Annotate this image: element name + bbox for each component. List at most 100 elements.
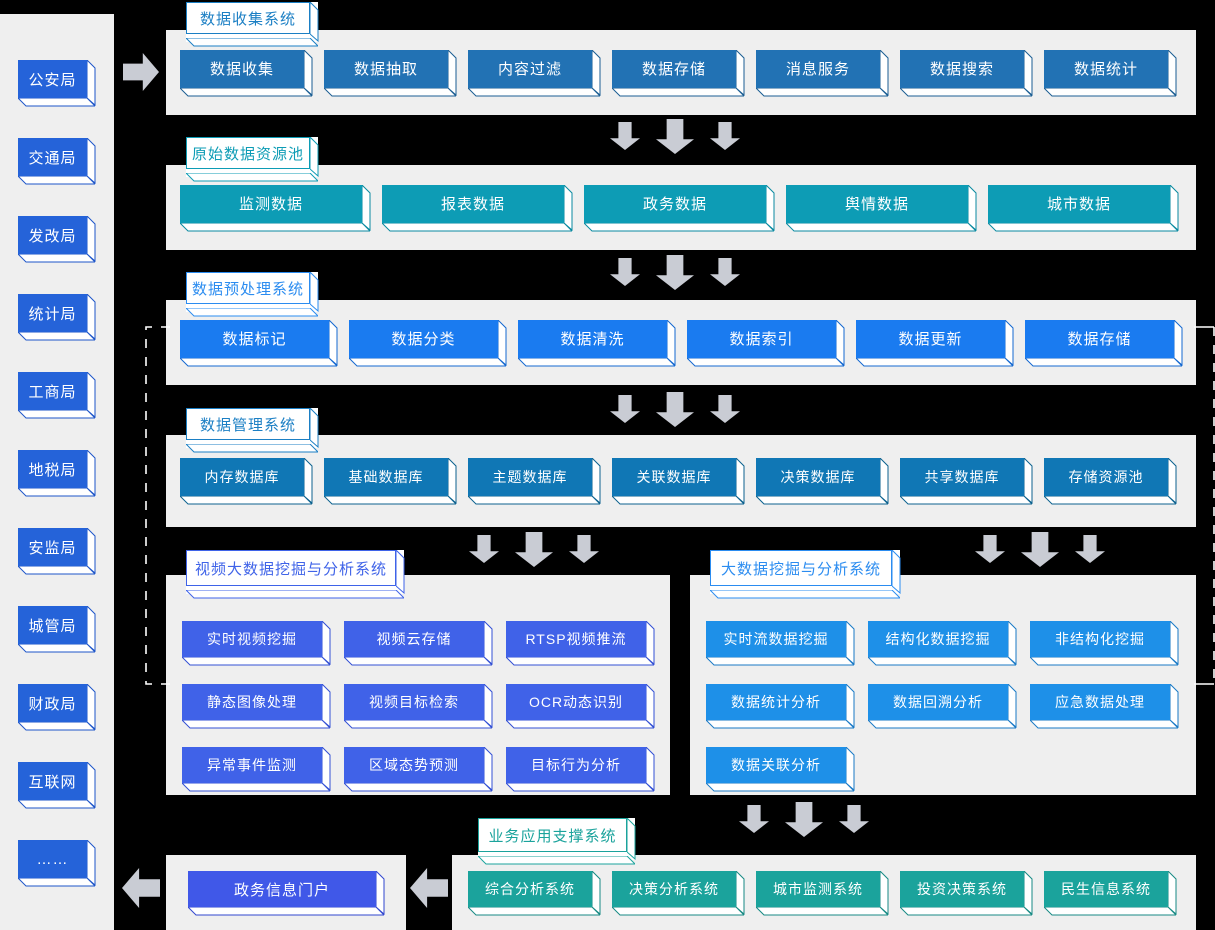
video-node-7[interactable]: 异常事件监测: [182, 747, 331, 792]
pool-node-2[interactable]: 报表数据: [382, 184, 573, 232]
business-node-4[interactable]: 投资决策系统: [900, 870, 1033, 915]
mining-node-6[interactable]: 应急数据处理: [1030, 684, 1179, 729]
node-label: 消息服务: [785, 61, 850, 78]
preprocess-node-5[interactable]: 数据更新: [856, 319, 1014, 366]
box-bottom-edge: [612, 87, 744, 97]
mining-node-4[interactable]: 数据统计分析: [706, 684, 855, 729]
panel-tab-label: 大数据挖掘与分析系统: [720, 560, 881, 578]
video-node-8[interactable]: 区域态势预测: [344, 747, 493, 792]
video-node-5[interactable]: 视频目标检索: [344, 684, 493, 729]
node-label: 决策分析系统: [629, 880, 719, 897]
preprocess-node-3[interactable]: 数据清洗: [518, 319, 676, 366]
collect-node-3[interactable]: 内容过滤: [468, 49, 601, 97]
sidebar-item-1[interactable]: 公安局: [18, 60, 96, 107]
node-label: 应急数据处理: [1055, 694, 1145, 710]
sidebar-item-10[interactable]: 互联网: [18, 762, 96, 809]
manage-node-4[interactable]: 关联数据库: [612, 458, 745, 505]
box-side-edge: [1168, 49, 1177, 96]
box-side-edge: [87, 138, 96, 184]
collect-node-7[interactable]: 数据统计: [1044, 49, 1177, 96]
box-side-edge: [1170, 184, 1179, 231]
box-side-edge: [766, 184, 775, 231]
arrow-down-mining-to-business-c: [839, 805, 869, 838]
preprocess-node-2[interactable]: 数据分类: [349, 319, 507, 366]
box-side-edge: [736, 870, 745, 915]
business-node-1[interactable]: 综合分析系统: [468, 870, 601, 915]
pool-node-3[interactable]: 政务数据: [584, 184, 775, 232]
box-bottom-edge: [584, 222, 774, 232]
arrow-down-manage-to-mining-c: [1075, 535, 1105, 568]
box-bottom-edge: [506, 657, 654, 666]
video-node-6[interactable]: OCR动态识别: [506, 684, 655, 729]
node-label: 内存数据库: [204, 469, 280, 485]
collect-node-6[interactable]: 数据搜索: [900, 49, 1033, 96]
box-side-edge: [87, 684, 96, 730]
sidebar-item-2[interactable]: 交通局: [18, 138, 96, 185]
collect-node-4[interactable]: 数据存储: [612, 49, 745, 97]
sidebar-item-7[interactable]: 安监局: [18, 528, 96, 575]
video-node-3[interactable]: RTSP视频推流: [506, 621, 655, 666]
node-label: 数据抽取: [353, 61, 418, 78]
sidebar-item-4[interactable]: 统计局: [18, 294, 96, 341]
collect-node-5[interactable]: 消息服务: [756, 49, 889, 96]
box-side-edge: [304, 49, 313, 96]
box-side-edge: [667, 319, 676, 366]
manage-node-6[interactable]: 共享数据库: [900, 458, 1033, 505]
business-node-3[interactable]: 城市监测系统: [756, 870, 889, 915]
tab-raw-data-pool: 原始数据资源池: [184, 135, 320, 182]
video-node-9[interactable]: 目标行为分析: [506, 747, 655, 792]
box-side-edge: [1024, 49, 1033, 96]
arrow-down-collect-to-pool-a: [610, 122, 640, 155]
box-side-edge: [836, 319, 845, 366]
box-bottom-edge: [468, 87, 600, 97]
business-node-5[interactable]: 民生信息系统: [1044, 870, 1177, 915]
sidebar-item-5[interactable]: 工商局: [18, 372, 96, 419]
sidebar-item-3[interactable]: 发改局: [18, 216, 96, 263]
pool-node-4[interactable]: 舆情数据: [786, 184, 977, 231]
sidebar-item-8[interactable]: 城管局: [18, 606, 96, 653]
video-node-2[interactable]: 视频云存储: [344, 621, 493, 666]
sidebar-item-6[interactable]: 地税局: [18, 450, 96, 497]
preprocess-node-6[interactable]: 数据存储: [1025, 319, 1183, 366]
node-label: 视频目标检索: [369, 694, 459, 710]
preprocess-node-4[interactable]: 数据索引: [687, 319, 845, 366]
mining-node-1[interactable]: 实时流数据挖掘: [706, 621, 855, 666]
manage-node-2[interactable]: 基础数据库: [324, 458, 457, 505]
business-node-2[interactable]: 决策分析系统: [612, 870, 745, 915]
box-side-edge: [646, 747, 655, 791]
mining-node-2[interactable]: 结构化数据挖掘: [868, 621, 1017, 666]
box-side-edge: [1008, 621, 1017, 665]
box-bottom-edge: [382, 222, 572, 232]
collect-node-1[interactable]: 数据收集: [180, 49, 313, 96]
sidebar-item-9[interactable]: 财政局: [18, 684, 96, 731]
box-side-edge: [484, 684, 493, 728]
preprocess-node-1[interactable]: 数据标记: [180, 319, 338, 366]
video-node-1[interactable]: 实时视频挖掘: [182, 621, 331, 666]
node-label: 数据统计: [1073, 61, 1138, 78]
manage-node-1[interactable]: 内存数据库: [180, 458, 313, 505]
box-bottom-edge: [182, 783, 330, 792]
box-side-edge: [87, 606, 96, 652]
manage-node-7[interactable]: 存储资源池: [1044, 458, 1177, 505]
box-side-edge: [87, 216, 96, 262]
node-label: 综合分析系统: [485, 880, 575, 897]
manage-node-5[interactable]: 决策数据库: [756, 458, 889, 505]
box-side-edge: [1024, 458, 1033, 504]
node-label: 实时视频挖掘: [207, 631, 297, 647]
manage-node-3[interactable]: 主题数据库: [468, 458, 601, 505]
portal-node-1[interactable]: 政务信息门户: [188, 871, 385, 916]
box-bottom-edge: [188, 907, 384, 916]
pool-node-5[interactable]: 城市数据: [988, 184, 1179, 231]
box-side-edge: [448, 458, 457, 504]
mining-node-5[interactable]: 数据回溯分析: [868, 684, 1017, 729]
node-label: OCR动态识别: [528, 694, 624, 710]
box-side-edge: [87, 372, 96, 418]
video-node-4[interactable]: 静态图像处理: [182, 684, 331, 729]
box-bottom-edge: [868, 657, 1016, 666]
pool-node-1[interactable]: 监测数据: [180, 184, 371, 231]
mining-node-7[interactable]: 数据关联分析: [706, 747, 855, 792]
sidebar-item-11[interactable]: ……: [18, 840, 96, 887]
tab-bottom-edge: [184, 440, 320, 453]
mining-node-3[interactable]: 非结构化挖掘: [1030, 621, 1179, 666]
collect-node-2[interactable]: 数据抽取: [324, 49, 457, 96]
